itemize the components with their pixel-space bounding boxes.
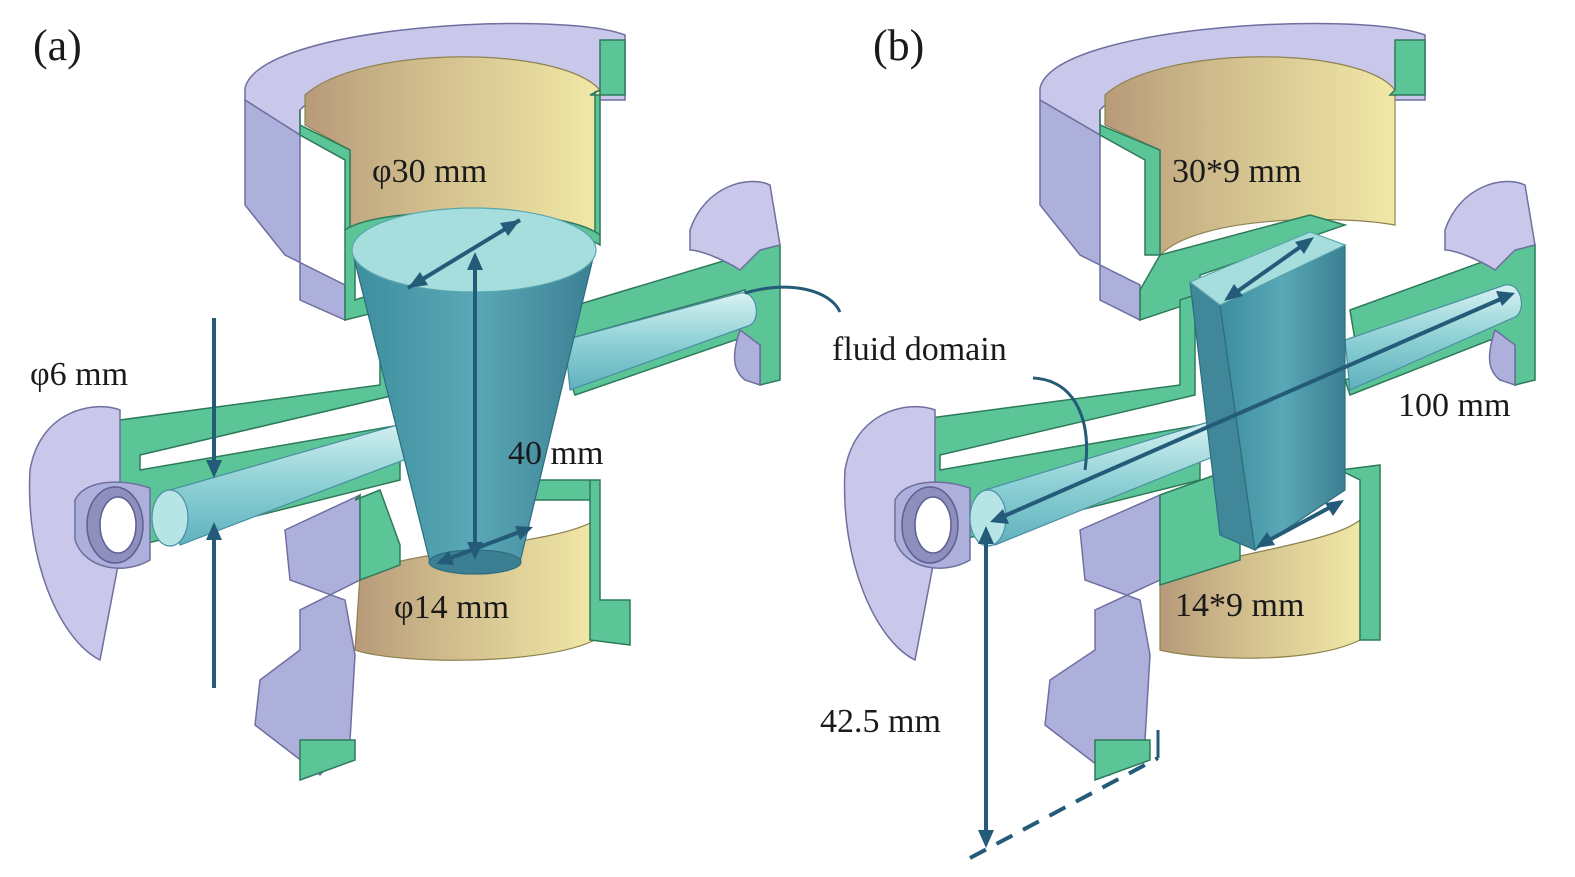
dim-top-diameter-a: φ30 mm (372, 153, 487, 190)
panel-label-b: (b) (873, 21, 924, 70)
panel-b: (b) 30*9 mm fluid domain 100 mm 14*9 mm … (744, 21, 1536, 860)
fluid-domain-callout: fluid domain (832, 331, 1007, 368)
panel-label-a: (a) (33, 21, 82, 70)
right-flange-low-a (733, 328, 761, 387)
right-flange-a (689, 180, 781, 271)
dim-bottom-diameter-a: φ14 mm (394, 589, 509, 626)
right-flange-b (1444, 180, 1536, 271)
dim-offset-b: 42.5 mm (820, 703, 941, 740)
right-flange-low-b (1488, 328, 1516, 387)
left-flange-b (843, 405, 936, 662)
dim-arrows-b (969, 237, 1515, 860)
bottom-housing-b (1044, 493, 1161, 776)
dim-length-b: 100 mm (1398, 387, 1510, 424)
callout-leader-a (744, 285, 842, 313)
top-bore-b (1104, 56, 1396, 257)
dim-inlet-diameter-a: φ6 mm (30, 356, 128, 393)
panel-a: (a) φ30 mm φ6 mm 40 mm φ14 mm (28, 21, 781, 782)
bottom-housing-a (254, 493, 361, 777)
bottom-wall-section-a (299, 479, 631, 782)
dim-height-a: 40 mm (508, 435, 603, 472)
dim-arrows-a (206, 218, 533, 688)
callout-leader-b (1032, 376, 1088, 471)
top-wall-section-b (1099, 39, 1426, 256)
dim-bottom-section-b: 14*9 mm (1175, 587, 1304, 624)
bottom-wall-section-b (1094, 464, 1381, 782)
dim-top-section-b: 30*9 mm (1172, 153, 1301, 190)
outlet-rod-a (564, 292, 757, 391)
